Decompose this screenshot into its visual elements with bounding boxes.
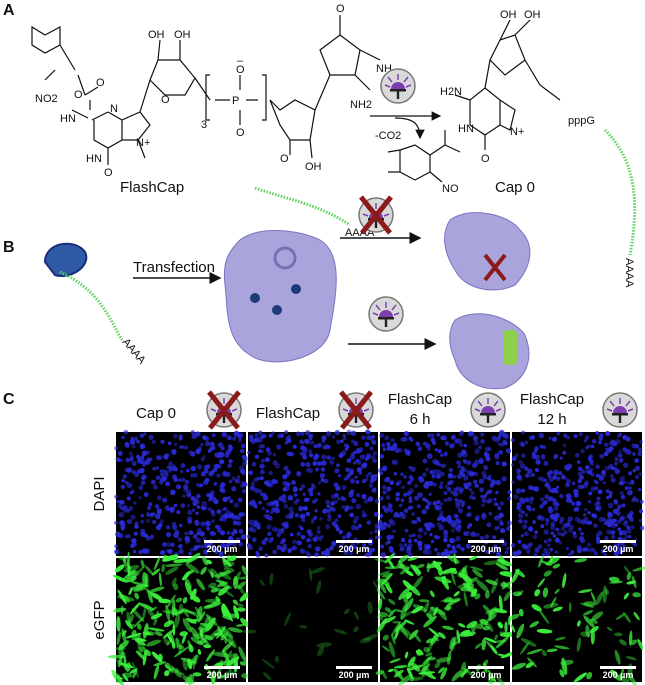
svg-text:N: N	[110, 103, 118, 115]
scale-bar-label: 200 µm	[471, 544, 502, 554]
co2-label: -CO2	[375, 130, 401, 142]
scale-bar-label: 200 µm	[339, 544, 370, 554]
svg-text:N+: N+	[510, 126, 524, 138]
scale-bar-label: 200 µm	[603, 670, 634, 680]
mrna-strand	[254, 186, 351, 227]
svg-text:O: O	[161, 94, 170, 106]
panel-label-c: C	[3, 391, 15, 408]
no-light-icon	[207, 392, 241, 428]
cap0-label: Cap 0	[495, 179, 535, 196]
scale-bar	[600, 540, 636, 543]
micrograph-egfp-4: 200 µm	[509, 555, 645, 685]
svg-text:OH: OH	[524, 9, 541, 21]
svg-text:O: O	[236, 127, 245, 139]
svg-text:O: O	[104, 167, 113, 179]
panel-c-row-labels: DAPI eGFP	[91, 476, 108, 639]
scale-bar-label: 200 µm	[471, 670, 502, 680]
micrograph-dapi-2: 200 µm	[246, 429, 380, 558]
svg-text:HN: HN	[86, 153, 102, 165]
transfection-label: Transfection	[133, 259, 215, 276]
mrna-strand-cap0	[603, 128, 637, 256]
panel-label-a: A	[3, 2, 15, 19]
atom-labels-a: NO2 O O HN N HN N+ O OH OH O P O O – O N…	[35, 3, 392, 179]
micrograph-dapi-3: 200 µm	[377, 429, 513, 558]
cap0-structure: OH OH H2N HN N+ O	[440, 9, 561, 165]
micrograph-egfp-2: 200 µm	[243, 558, 380, 682]
svg-text:O: O	[336, 3, 345, 15]
micrograph-egfp-3: 200 µm	[374, 553, 518, 685]
svg-text:O: O	[96, 77, 105, 89]
micrograph-dapi-1: 200 µm	[113, 429, 248, 557]
scale-bar-label: 200 µm	[339, 670, 370, 680]
no-light-icon	[339, 392, 373, 428]
no-light-icon	[359, 197, 393, 233]
scale-bar	[336, 666, 372, 669]
row-label: eGFP	[91, 600, 108, 639]
svg-text:NO: NO	[442, 183, 459, 195]
svg-text:O: O	[280, 153, 289, 165]
svg-text:OH: OH	[148, 29, 165, 41]
svg-text:OH: OH	[500, 9, 517, 21]
svg-text:OH: OH	[305, 161, 322, 173]
svg-text:N+: N+	[136, 137, 150, 149]
micrograph-egfp-1: 200 µm	[107, 551, 251, 685]
polya-tail-cap0: AAAA	[623, 258, 635, 288]
cross-mark	[483, 253, 507, 282]
scale-bar	[468, 666, 504, 669]
light-icon	[380, 68, 416, 104]
svg-text:–: –	[237, 55, 244, 67]
flashcap-label: FlashCap	[120, 179, 184, 196]
scale-bar-label: 200 µm	[207, 670, 238, 680]
scale-bar	[204, 540, 240, 543]
light-icon-b	[368, 296, 404, 332]
svg-text:O: O	[481, 153, 490, 165]
scale-bar	[204, 666, 240, 669]
panel-label-b: B	[3, 239, 15, 256]
cell-no-expression	[444, 212, 531, 291]
svg-text:OH: OH	[174, 29, 191, 41]
svg-text:H2N: H2N	[440, 86, 462, 98]
byproduct-arrow	[394, 117, 425, 140]
svg-text:HN: HN	[60, 113, 76, 125]
flashcap-structure	[31, 15, 381, 165]
scale-bar	[600, 666, 636, 669]
svg-text:HN: HN	[458, 123, 474, 135]
cell-egfp-expression	[449, 313, 530, 390]
column-subtitle: 12 h	[537, 411, 566, 428]
svg-text:P: P	[232, 95, 239, 107]
svg-text:NH2: NH2	[350, 99, 372, 111]
pppg-label: pppG	[568, 115, 595, 127]
column-title: FlashCap	[388, 391, 452, 408]
light-icon	[602, 392, 638, 428]
column-subtitle: 6 h	[410, 411, 431, 428]
svg-text:O: O	[236, 64, 245, 76]
polya-tail-b: AAAA	[120, 336, 148, 367]
svg-text:3: 3	[201, 119, 207, 131]
svg-text:O: O	[74, 89, 83, 101]
column-title: Cap 0	[136, 405, 176, 422]
microscopy-grid: 200 µm 200 µm 200 µm 200 µm 200 µm 200 µm 200 …	[107, 429, 645, 685]
egfp-protein-icon	[503, 330, 517, 365]
cell-organelles	[250, 246, 301, 315]
scale-bar-label: 200 µm	[207, 544, 238, 554]
scale-bar-label: 200 µm	[603, 544, 634, 554]
column-title: FlashCap	[520, 391, 584, 408]
micrograph-dapi-4: 200 µm	[510, 430, 645, 557]
svg-text:NO2: NO2	[35, 93, 58, 105]
transfected-cell	[223, 230, 337, 363]
byproduct-structure: NO	[387, 130, 461, 195]
scale-bar	[336, 540, 372, 543]
scale-bar	[468, 540, 504, 543]
column-title: FlashCap	[256, 405, 320, 422]
row-label: DAPI	[91, 476, 108, 511]
light-icon	[470, 392, 506, 428]
